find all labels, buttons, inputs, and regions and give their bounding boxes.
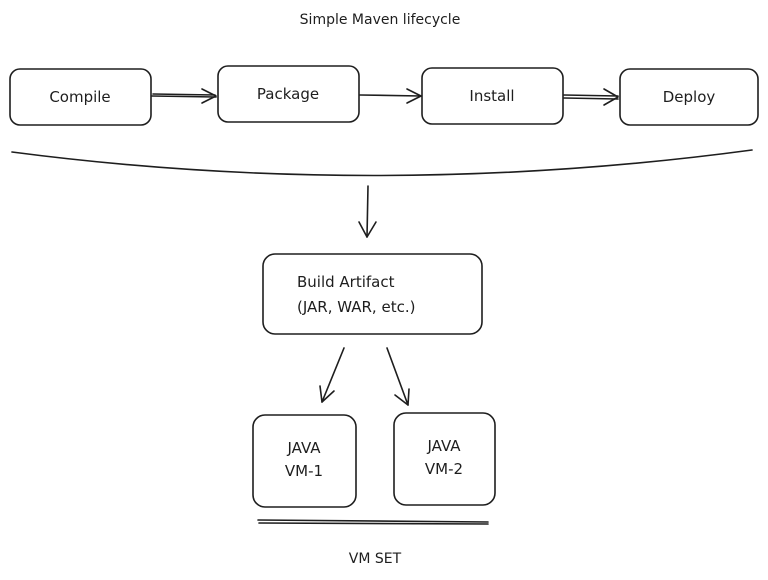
diagram-title: Simple Maven lifecycle (300, 12, 461, 28)
build-artifact[interactable]: Build Artifact (JAR, WAR, etc.) (262, 253, 483, 335)
edge-install-deploy (563, 88, 619, 106)
phase-install-label: Install (469, 87, 514, 105)
vm-2-line2: VM-2 (425, 460, 463, 478)
vm-2-line1: JAVA (426, 437, 461, 455)
vm-1[interactable]: JAVA VM-1 (252, 414, 357, 508)
vm-set-underline (257, 519, 489, 525)
phase-package-box (217, 65, 360, 123)
phase-install-box (421, 67, 564, 125)
phase-compile-label: Compile (49, 88, 110, 106)
build-artifact-line1: Build Artifact (297, 273, 395, 291)
build-artifact-box (262, 253, 483, 335)
phase-deploy-box (619, 68, 759, 126)
phase-package-label: Package (257, 85, 319, 103)
phase-package[interactable]: Package (217, 65, 360, 123)
vm-1-box (252, 414, 357, 508)
edge-artifact-vm1 (319, 347, 345, 403)
vm-1-line2: VM-1 (285, 462, 323, 480)
phase-deploy[interactable]: Deploy (619, 68, 759, 126)
phase-compile-box (9, 68, 152, 126)
phase-compile[interactable]: Compile (9, 68, 152, 126)
lifecycle-brace (11, 149, 753, 177)
phase-deploy-label: Deploy (663, 88, 716, 106)
edge-lifecycle-artifact (358, 185, 377, 238)
phase-install[interactable]: Install (421, 67, 564, 125)
edge-artifact-vm2 (386, 347, 410, 406)
vm-1-line1: JAVA (286, 439, 321, 457)
vm-2-box (393, 412, 496, 506)
build-artifact-line2: (JAR, WAR, etc.) (297, 298, 415, 316)
vm-set-label: VM SET (349, 551, 402, 567)
edge-package-install (359, 88, 422, 104)
edge-compile-package (151, 88, 217, 104)
vm-2[interactable]: JAVA VM-2 (393, 412, 496, 506)
